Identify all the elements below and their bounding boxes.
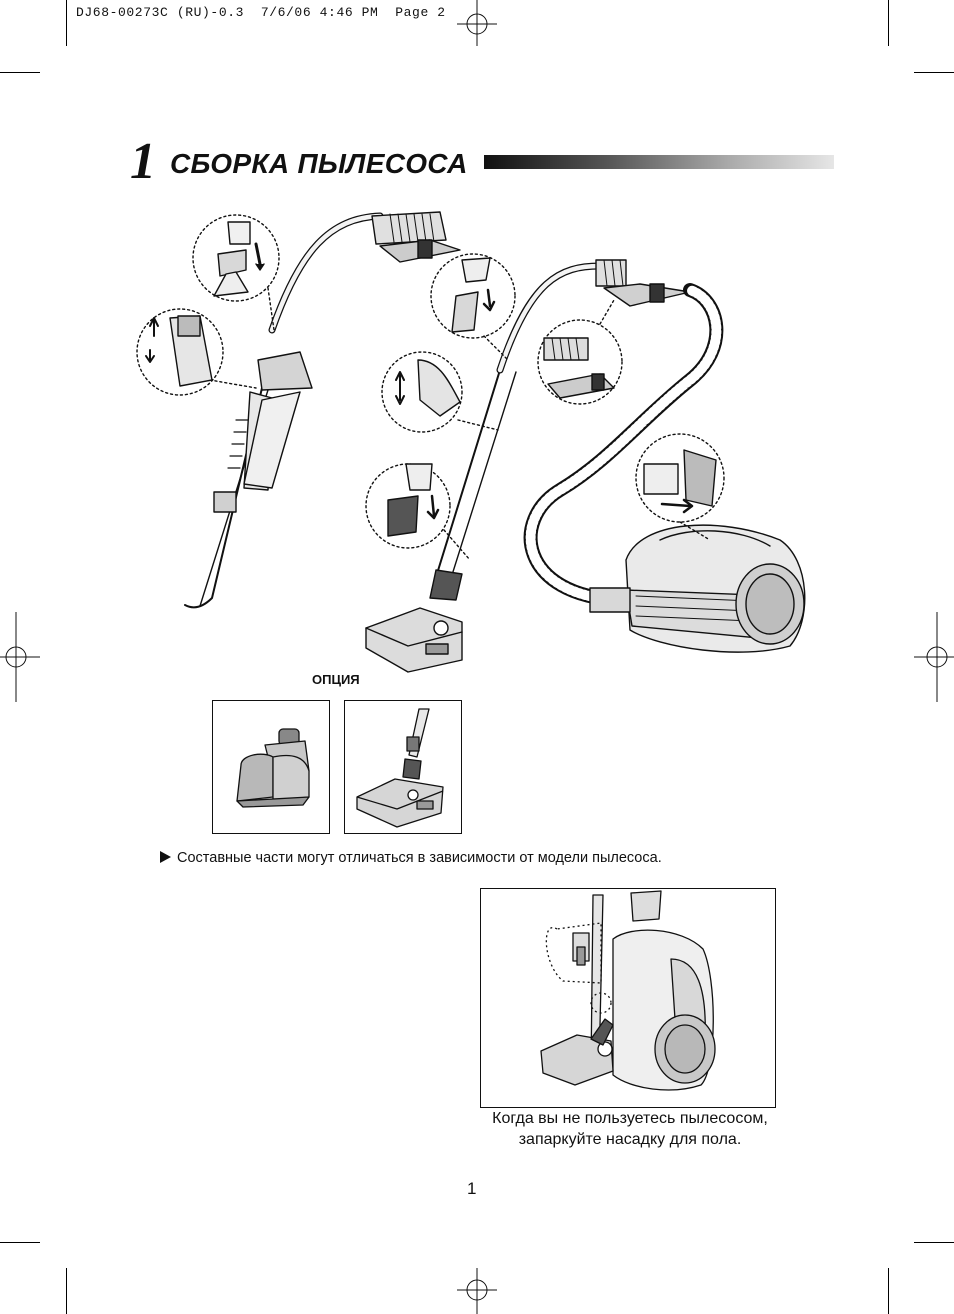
detail-circle-top	[192, 214, 280, 331]
floor-brush-icon	[356, 708, 444, 828]
parking-illustration-box	[480, 888, 776, 1108]
page-number: 1	[467, 1179, 477, 1198]
section-number: 1	[130, 133, 156, 190]
title-gradient-bar	[484, 155, 834, 169]
note-parts-vary: Составные части могут отличаться в завис…	[160, 850, 662, 866]
option-turbo-brush-box	[212, 700, 330, 834]
detail-circle-top-content	[213, 221, 265, 297]
detail-circle-inlet	[635, 433, 725, 541]
canister-hose	[523, 283, 724, 613]
print-slug: DJ68-00273C (RU)-0.3 7/6/06 4:46 PM Page…	[76, 5, 446, 20]
parking-caption: Когда вы не пользуетесь пылесосом, запар…	[440, 1108, 820, 1150]
option-label: ОПЦИЯ	[312, 672, 360, 687]
detail-circle-mid-top-content	[451, 257, 496, 333]
detail-circle-hose	[537, 299, 623, 405]
middle-wand-assembly	[365, 259, 691, 673]
section-title: СБОРКА ПЫЛЕСОСА	[170, 148, 468, 179]
parking-illustration	[540, 890, 716, 1091]
detail-circle-mid-content	[145, 315, 213, 387]
detail-circle-inlet-content	[643, 449, 717, 514]
detail-circle-mid-top	[430, 253, 516, 361]
parking-caption-line2: запаркуйте насадку для пола.	[518, 1131, 742, 1148]
canister-body	[625, 524, 806, 653]
note-text: Составные части могут отличаться в завис…	[177, 850, 662, 866]
parking-caption-line1: Когда вы не пользуетесь пылесосом,	[492, 1110, 768, 1127]
detail-circle-handle-content	[395, 359, 461, 417]
left-wand-assembly	[184, 211, 461, 609]
detail-circle-hose-content	[543, 337, 615, 399]
assembly-illustration	[136, 211, 806, 673]
detail-circle-handle	[381, 351, 499, 433]
detail-circle-tube-content	[387, 463, 440, 537]
detail-circle-mid	[136, 308, 257, 396]
bullet-triangle-icon	[160, 851, 171, 863]
option-floor-brush-box	[344, 700, 462, 834]
turbo-brush-icon	[236, 728, 310, 808]
